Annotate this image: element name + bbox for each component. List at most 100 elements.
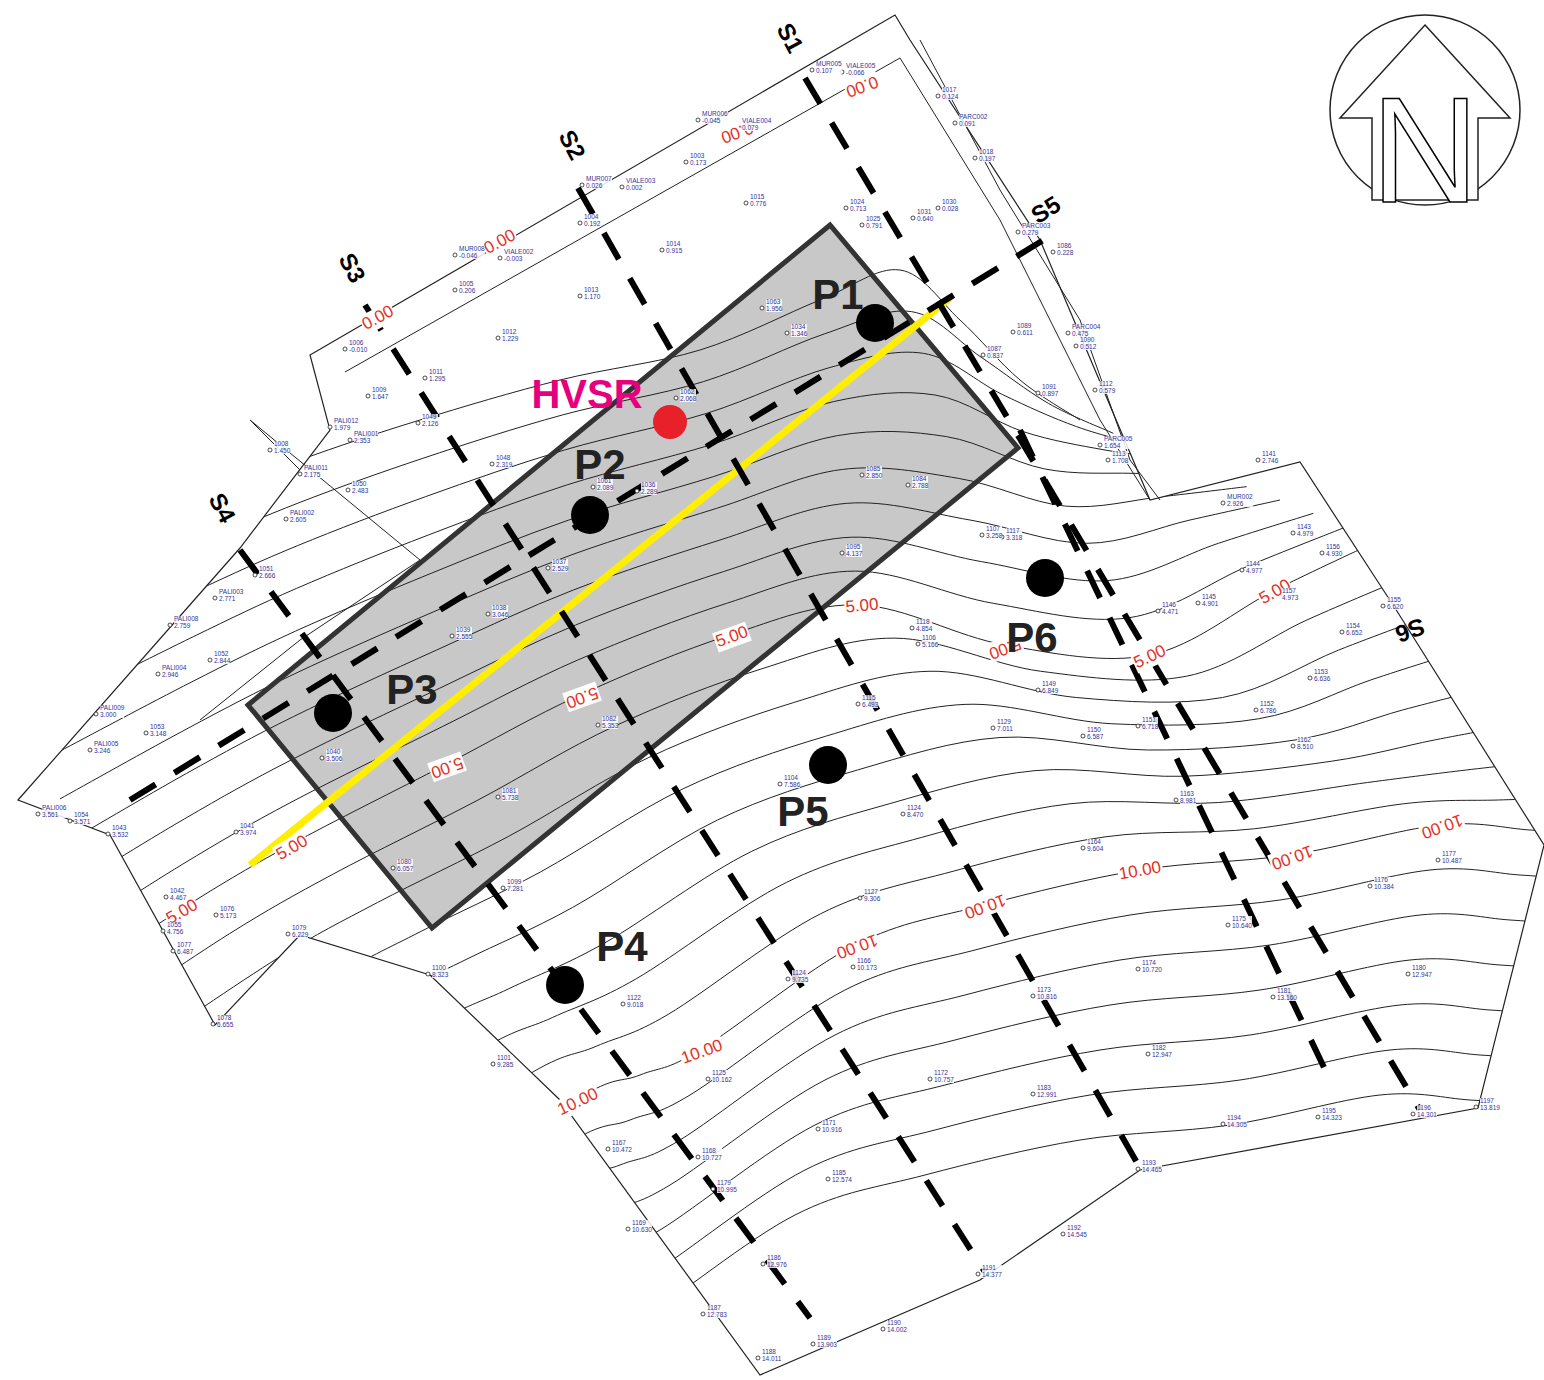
survey-point-marker [490, 462, 494, 466]
survey-point-marker [980, 533, 984, 537]
survey-point-label: PARC005 1.654 [1104, 436, 1132, 449]
survey-point-marker [580, 183, 584, 187]
contour-lines [60, 270, 1544, 1380]
survey-point-label: 1040 3.506 [326, 749, 342, 762]
survey-point-label: 1151 6.718 [1142, 717, 1158, 730]
survey-point-marker [606, 1147, 610, 1151]
survey-point-marker [620, 185, 624, 189]
survey-point-label: 1063 1.956 [766, 299, 782, 312]
survey-point-label: 1149 6.849 [1042, 681, 1058, 694]
site-boundary [18, 15, 1544, 1375]
survey-point-marker [1106, 458, 1110, 462]
survey-point-label: MUR007 0.026 [586, 176, 612, 189]
survey-point-marker [1340, 630, 1344, 634]
survey-point-label: 1166 10.173 [857, 958, 877, 971]
survey-point-label: 1188 14.011 [762, 1349, 781, 1362]
survey-point-label: 1009 1.647 [372, 387, 388, 400]
contour-line [60, 311, 1113, 608]
section-lines [130, 78, 1420, 1318]
survey-point-label: PARC004 0.475 [1072, 324, 1100, 337]
survey-point-label: VIALE002 -0.003 [504, 249, 533, 262]
survey-point-marker [328, 425, 332, 429]
survey-point-label: 1196 14.301 [1417, 1105, 1437, 1118]
borehole-marker: P2 [571, 496, 609, 534]
survey-point-label: 1043 3.532 [112, 825, 128, 838]
survey-point-marker [696, 118, 700, 122]
survey-point-label: 1175 10.640 [1232, 916, 1252, 929]
survey-point-marker [744, 201, 748, 205]
survey-point-label: 1191 14.377 [982, 1265, 1002, 1278]
borehole-marker: P6 [1026, 559, 1064, 597]
survey-point-label: 1172 10.757 [934, 1070, 954, 1083]
borehole-label: P1 [812, 274, 863, 316]
survey-point-marker [164, 895, 168, 899]
survey-point-label: 1038 3.046 [492, 605, 508, 618]
survey-point-marker [1196, 601, 1200, 605]
survey-point-label: 1037 2.529 [552, 559, 568, 572]
survey-point-label: 1189 13.903 [817, 1335, 837, 1348]
survey-point-label: 1055 4.756 [167, 922, 183, 935]
survey-point-label: 1186 12.976 [767, 1255, 787, 1268]
survey-point-label: 1107 3.258 [986, 526, 1002, 539]
survey-point-marker [916, 642, 920, 646]
survey-point-marker [635, 489, 639, 493]
survey-point-label: 1155 6.620 [1387, 597, 1403, 610]
survey-point-marker [298, 472, 302, 476]
survey-point-label: 1012 1.229 [502, 329, 518, 342]
survey-point-label: 1005 0.206 [459, 281, 475, 294]
survey-point-label: 1053 3.148 [150, 724, 166, 737]
survey-point-marker [578, 221, 582, 225]
survey-point-marker [1146, 1052, 1150, 1056]
borehole-marker: P1 [856, 304, 894, 342]
contour-label: 10.00 [1418, 809, 1467, 843]
survey-point-marker [501, 886, 505, 890]
station-label: HVSR [531, 374, 642, 414]
contour-line [300, 761, 1544, 1170]
survey-point-marker [1093, 388, 1097, 392]
survey-point-marker [1291, 744, 1295, 748]
survey-point-label: 1006 -0.010 [349, 340, 367, 353]
survey-point-label: 1050 2.483 [352, 481, 368, 494]
survey-point-marker [1074, 344, 1078, 348]
contour-label: 10.00 [1116, 857, 1163, 884]
survey-point-label: 1152 6.786 [1260, 701, 1276, 714]
survey-point-marker [811, 1342, 815, 1346]
survey-point-marker [1406, 972, 1410, 976]
section-label: S1 [771, 18, 810, 57]
contour-label: 5.00 [1130, 641, 1170, 674]
survey-point-marker [546, 566, 550, 570]
survey-point-marker [911, 216, 915, 220]
survey-point-marker [68, 819, 72, 823]
survey-point-marker [286, 932, 290, 936]
survey-point-label: 1113 1.708 [1112, 451, 1128, 464]
survey-point-label: PALI002 2.605 [290, 510, 314, 523]
survey-point-marker [1136, 1167, 1140, 1171]
survey-point-label: 1181 13.160 [1277, 988, 1297, 1001]
survey-point-label: 1039 2.555 [456, 627, 472, 640]
survey-point-label: 1185 12.574 [832, 1170, 852, 1183]
contour-line [370, 869, 1544, 1275]
survey-point-marker [491, 1062, 495, 1066]
survey-point-label: 1127 9.306 [864, 889, 880, 902]
survey-point-label: 1086 0.228 [1057, 243, 1073, 256]
contour-line [260, 724, 1518, 1140]
survey-point-marker [1256, 458, 1260, 462]
survey-point-marker [706, 1077, 710, 1081]
survey-point-label: 1187 12.783 [707, 1305, 727, 1318]
section-label: S6 [1391, 612, 1428, 648]
survey-point-label: 1004 0.192 [584, 214, 600, 227]
survey-point-label: 1085 2.850 [866, 466, 882, 479]
survey-point-label: MUR006 -0.045 [702, 111, 728, 124]
survey-point-marker [1098, 443, 1102, 447]
survey-point-marker [391, 866, 395, 870]
survey-point-label: 1034 1.346 [791, 324, 807, 337]
survey-point-marker [1174, 798, 1178, 802]
survey-point-label: 1090 0.512 [1080, 337, 1096, 350]
survey-point-marker [1136, 724, 1140, 728]
survey-point-marker [910, 626, 914, 630]
survey-point-label: PALI004 2.946 [162, 665, 186, 678]
survey-point-marker [860, 223, 864, 227]
survey-points [36, 68, 1478, 1360]
survey-point-marker [953, 121, 957, 125]
